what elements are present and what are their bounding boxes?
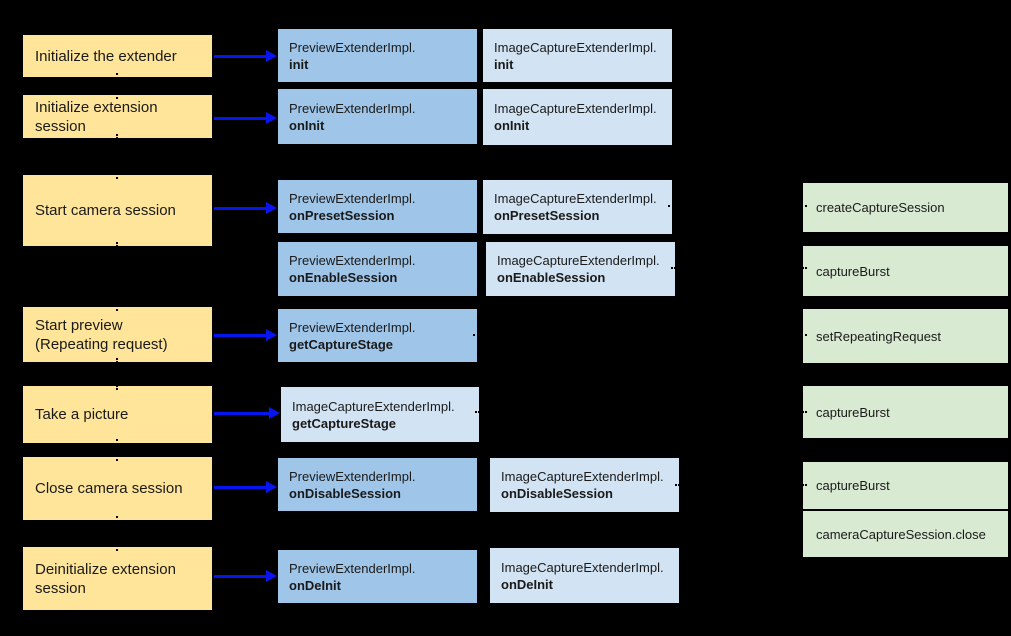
class-name: ImageCaptureExtenderImpl. bbox=[494, 101, 657, 116]
api-createcapturesession: createCaptureSession bbox=[803, 183, 1008, 232]
step-close-camera-session: Close camera session bbox=[23, 457, 212, 520]
api-setrepeatingrequest: setRepeatingRequest bbox=[803, 309, 1008, 363]
api-label: captureBurst bbox=[816, 263, 890, 279]
class-name: ImageCaptureExtenderImpl. bbox=[501, 559, 664, 575]
method-preview-onenablesession: PreviewExtenderImpl. onEnableSession bbox=[278, 242, 477, 296]
class-name: PreviewExtenderImpl. bbox=[289, 319, 416, 335]
step-label: Take a picture bbox=[35, 406, 129, 423]
method-name: onDisableSession bbox=[501, 486, 613, 501]
class-name: ImageCaptureExtenderImpl. bbox=[501, 469, 664, 484]
dotted-connector-onenablesession-captureburst bbox=[671, 267, 807, 269]
method-name: init bbox=[289, 56, 309, 72]
method-name: onDeInit bbox=[289, 577, 341, 593]
step-start-camera-session: Start camera session bbox=[23, 175, 212, 246]
dotted-connector-steps-4-5 bbox=[116, 358, 118, 390]
api-label: cameraCaptureSession.close bbox=[816, 526, 986, 542]
flow-arrow-row6 bbox=[214, 481, 277, 493]
class-name: PreviewExtenderImpl. bbox=[289, 253, 416, 268]
step-label: Initialize extension session bbox=[35, 98, 158, 135]
method-imagecapture-onenablesession: ImageCaptureExtenderImpl. onEnableSessio… bbox=[486, 242, 675, 296]
step-label: Initialize the extender bbox=[35, 47, 177, 65]
class-name: ImageCaptureExtenderImpl. bbox=[494, 39, 657, 55]
method-preview-oninit: PreviewExtenderImpl. onInit bbox=[278, 89, 477, 144]
dotted-connector-ondisablesession-captureburst bbox=[675, 484, 807, 486]
api-captureburst-2: captureBurst bbox=[803, 386, 1008, 438]
class-name: PreviewExtenderImpl. bbox=[289, 39, 416, 55]
method-preview-ondisablesession: PreviewExtenderImpl. onDisableSession bbox=[278, 458, 477, 511]
step-deinitialize-extension-session: Deinitialize extension session bbox=[23, 547, 212, 610]
dotted-connector-getcapturestage-captureburst bbox=[475, 411, 807, 413]
step-take-a-picture: Take a picture bbox=[23, 386, 212, 443]
class-name: PreviewExtenderImpl. bbox=[289, 468, 416, 484]
api-label: captureBurst bbox=[816, 404, 890, 420]
method-imagecapture-getcapturestage: ImageCaptureExtenderImpl. getCaptureStag… bbox=[281, 387, 479, 442]
class-name: ImageCaptureExtenderImpl. bbox=[497, 253, 660, 268]
step-label: Start camera session bbox=[35, 202, 176, 219]
class-name: PreviewExtenderImpl. bbox=[289, 100, 416, 116]
method-preview-ondeinit: PreviewExtenderImpl. onDeInit bbox=[278, 550, 477, 603]
method-name: onEnableSession bbox=[497, 270, 606, 285]
method-name: getCaptureStage bbox=[289, 336, 394, 352]
method-name: onDisableSession bbox=[289, 485, 401, 501]
method-name: onPresetSession bbox=[289, 207, 395, 223]
dotted-connector-getcapturestage-setrepeatingrequest bbox=[473, 334, 807, 336]
api-cameracapturesession-close: cameraCaptureSession.close bbox=[803, 511, 1008, 557]
method-imagecapture-onpresetsession: ImageCaptureExtenderImpl. onPresetSessio… bbox=[483, 180, 672, 234]
dotted-connector-onpresetsession-createcapturesession bbox=[668, 205, 807, 207]
api-captureburst-1: captureBurst bbox=[803, 246, 1008, 296]
method-preview-onpresetsession: PreviewExtenderImpl. onPresetSession bbox=[278, 180, 477, 233]
dotted-connector-steps-2-3 bbox=[116, 134, 118, 179]
method-name: onDeInit bbox=[501, 576, 553, 592]
method-name: onPresetSession bbox=[494, 208, 600, 223]
api-label: createCaptureSession bbox=[816, 200, 945, 215]
api-captureburst-3: captureBurst bbox=[803, 462, 1008, 509]
method-name: onEnableSession bbox=[289, 270, 398, 285]
class-name: PreviewExtenderImpl. bbox=[289, 560, 416, 576]
method-imagecapture-oninit: ImageCaptureExtenderImpl. onInit bbox=[483, 89, 672, 145]
step-initialize-extension-session: Initialize extension session bbox=[23, 95, 212, 138]
dotted-connector-steps-3-4 bbox=[116, 242, 118, 311]
flow-arrow-row3 bbox=[214, 202, 277, 214]
class-name: ImageCaptureExtenderImpl. bbox=[494, 191, 657, 206]
step-label: Start preview (Repeating request) bbox=[35, 316, 168, 353]
class-name: PreviewExtenderImpl. bbox=[289, 190, 416, 206]
flow-arrow-row7 bbox=[214, 570, 277, 582]
flow-arrow-row5 bbox=[214, 407, 280, 419]
method-name: getCaptureStage bbox=[292, 415, 397, 431]
method-preview-init: PreviewExtenderImpl. init bbox=[278, 29, 477, 82]
method-name: onInit bbox=[289, 117, 325, 133]
method-imagecapture-ondeinit: ImageCaptureExtenderImpl. onDeInit bbox=[490, 548, 679, 603]
method-name: onInit bbox=[494, 118, 530, 133]
flow-arrow-row4 bbox=[214, 329, 277, 341]
dotted-connector-steps-6-7 bbox=[116, 516, 118, 551]
method-imagecapture-init: ImageCaptureExtenderImpl. init bbox=[483, 29, 672, 82]
flow-arrow-row2 bbox=[214, 112, 277, 124]
step-label: Deinitialize extension session bbox=[35, 560, 176, 597]
api-label: captureBurst bbox=[816, 478, 890, 493]
step-initialize-the-extender: Initialize the extender bbox=[23, 35, 212, 77]
method-preview-getcapturestage: PreviewExtenderImpl. getCaptureStage bbox=[278, 309, 477, 362]
step-start-preview: Start preview (Repeating request) bbox=[23, 307, 212, 362]
method-name: init bbox=[494, 56, 514, 72]
method-imagecapture-ondisablesession: ImageCaptureExtenderImpl. onDisableSessi… bbox=[490, 458, 679, 512]
dotted-connector-steps-1-2 bbox=[116, 73, 118, 99]
step-label: Close camera session bbox=[35, 480, 183, 497]
class-name: ImageCaptureExtenderImpl. bbox=[292, 398, 455, 414]
api-label: setRepeatingRequest bbox=[816, 328, 942, 344]
dotted-connector-steps-5-6 bbox=[116, 439, 118, 461]
flow-arrow-row1 bbox=[214, 50, 277, 62]
